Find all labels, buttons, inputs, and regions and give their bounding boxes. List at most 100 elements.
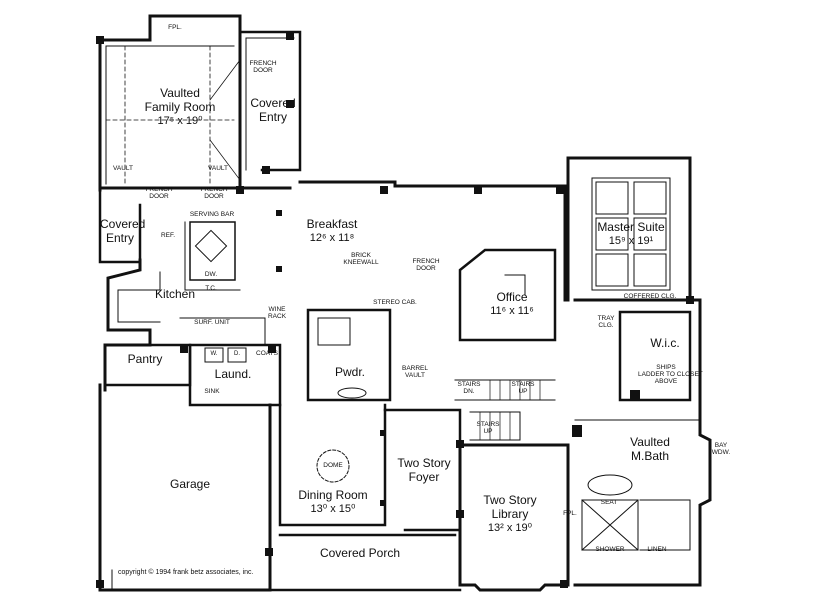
kitchen-island <box>189 221 236 281</box>
foyer-2: Foyer <box>408 469 440 484</box>
dining-room-label: Dining Room 13⁰ x 15⁰ <box>293 488 373 515</box>
tray-clg-2: CLG. <box>598 322 614 330</box>
fireplace-library-label: FPL. <box>563 510 577 517</box>
shower-label: SHOWER <box>595 546 625 553</box>
french-door-family-2: DOOR <box>149 193 169 201</box>
covered-entry-left-label: Covered Entry <box>100 217 146 246</box>
covered-entry-left-2: Entry <box>105 230 134 245</box>
covered-entry-left-1: Covered <box>100 217 146 231</box>
wine-rack-2: RACK <box>267 313 287 321</box>
bay-window-2: WDW. <box>711 449 731 457</box>
library-label: Two Story Library 13² x 19⁰ <box>470 493 550 534</box>
vault-label-left: VAULT <box>113 165 133 172</box>
library-dim: 13² x 19⁰ <box>487 521 533 534</box>
covered-entry-top-walls <box>238 30 302 172</box>
ships-ladder-1: SHIPS <box>656 364 676 371</box>
master-bath-2: M.Bath <box>630 448 669 463</box>
family-room-dim: 17⁵ x 19⁰ <box>157 114 203 127</box>
barrel-vault-label: BARREL VAULT <box>398 365 432 379</box>
library-walls <box>458 443 570 592</box>
covered-porch-walls <box>268 523 462 592</box>
french-door-kitchen-1: FRENCH <box>200 186 228 193</box>
garage-label: Garage <box>169 477 211 491</box>
wine-rack-1: WINE <box>268 306 286 313</box>
surf-unit-label: SURF. UNIT <box>194 319 230 326</box>
french-door-top-label: FRENCH DOOR <box>247 60 279 74</box>
stairs-up-label: STAIRS UP <box>508 381 538 395</box>
ref-label: REF. <box>160 232 176 239</box>
office-name: Office <box>496 290 528 304</box>
covered-entry-top-label: Covered Entry <box>248 96 298 125</box>
ships-ladder-label: SHIPS LADDER TO CLOSET ABOVE <box>638 364 703 386</box>
stairs-down-label: STAIRS DN. <box>455 381 483 395</box>
brick-kneewall-2: KNEEWALL <box>343 259 379 267</box>
master-bath-label: Vaulted M.Bath <box>620 435 680 464</box>
barrel-vault-1: BARREL <box>401 365 428 372</box>
powder-walls <box>306 308 392 402</box>
master-suite-name: Master Suite <box>597 220 665 234</box>
breakfast-label: Breakfast 12⁶ x 11⁸ <box>292 217 372 244</box>
kitchen-label: Kitchen <box>154 287 196 301</box>
french-door-kitchen-label: FRENCH DOOR <box>196 186 232 200</box>
linen-label: LINEN <box>647 546 667 553</box>
sink-label: SINK <box>204 388 220 395</box>
stairs-up-lower-1: STAIRS <box>476 421 500 428</box>
coats-label: COATS <box>256 350 278 357</box>
coffered-ceiling <box>591 177 671 291</box>
ships-ladder-2: LADDER TO CLOSET <box>638 371 703 379</box>
brick-kneewall-1: BRICK <box>351 252 371 259</box>
foyer-1: Two Story <box>397 456 451 470</box>
dining-walls <box>278 403 387 527</box>
tc-label: T.C. <box>205 285 217 292</box>
stairs-up-lower-label: STAIRS UP <box>474 421 502 435</box>
washer-label: W. <box>210 351 218 357</box>
covered-porch-label: Covered Porch <box>319 546 401 560</box>
covered-entry-top-1: Covered <box>250 96 296 110</box>
dining-room-name: Dining Room <box>298 488 368 502</box>
french-door-family-1: FRENCH <box>145 186 173 193</box>
covered-entry-top-2: Entry <box>258 109 287 124</box>
french-door-kitchen-2: DOOR <box>204 193 224 201</box>
library-2: Library <box>491 506 529 521</box>
ships-ladder-3: ABOVE <box>654 378 678 386</box>
office-dim: 11⁶ x 11⁶ <box>490 304 534 317</box>
french-door-office-label: FRENCH DOOR <box>408 258 444 272</box>
master-bath-1: Vaulted <box>630 435 670 449</box>
dw-label: DW. <box>204 271 218 278</box>
dryer-label: D. <box>234 351 240 357</box>
family-room-name-2: Family Room <box>144 99 216 114</box>
seat-label: SEAT <box>600 499 618 506</box>
tray-clg-1: TRAY <box>597 315 615 322</box>
dining-room-dim: 13⁰ x 15⁰ <box>310 502 356 515</box>
wic-walls <box>618 310 692 402</box>
master-suite-label: Master Suite 15⁹ x 19¹ <box>592 220 670 247</box>
coffered-clg-label: COFFERED CLG. <box>623 293 677 300</box>
stairs <box>454 379 556 441</box>
family-room-label: Vaulted Family Room 17⁵ x 19⁰ <box>140 86 220 127</box>
bay-window-1: BAY <box>714 442 728 449</box>
master-suite-walls <box>566 156 692 302</box>
stairs-up-1: STAIRS <box>511 381 535 388</box>
pantry-label: Pantry <box>127 352 163 366</box>
dome-label: DOME <box>323 462 343 469</box>
office-label: Office 11⁶ x 11⁶ <box>482 290 542 317</box>
french-door-office-1: FRENCH <box>412 258 440 265</box>
kitchen-walls <box>103 258 152 392</box>
library-1: Two Story <box>483 493 537 507</box>
serving-bar-label: SERVING BAR <box>189 211 235 218</box>
garage-walls <box>98 383 272 592</box>
french-door-top-2: DOOR <box>253 67 273 75</box>
master-suite-dim: 15⁹ x 19¹ <box>608 234 654 247</box>
copyright-text: copyright © 1994 frank betz associates, … <box>118 569 254 576</box>
french-door-office-2: DOOR <box>416 265 436 273</box>
wic-label: W.i.c. <box>650 336 680 350</box>
tray-clg-label: TRAY CLG. <box>593 315 619 329</box>
breakfast-dim: 12⁶ x 11⁸ <box>309 231 355 244</box>
french-door-family-label: FRENCH DOOR <box>141 186 177 200</box>
barrel-vault-2: VAULT <box>405 372 425 380</box>
stereo-cab-label: STEREO CAB. <box>373 299 417 306</box>
laundry-label: Laund. <box>214 367 252 381</box>
stairs-down-2: DN. <box>463 388 475 396</box>
foyer-label: Two Story Foyer <box>390 456 458 485</box>
